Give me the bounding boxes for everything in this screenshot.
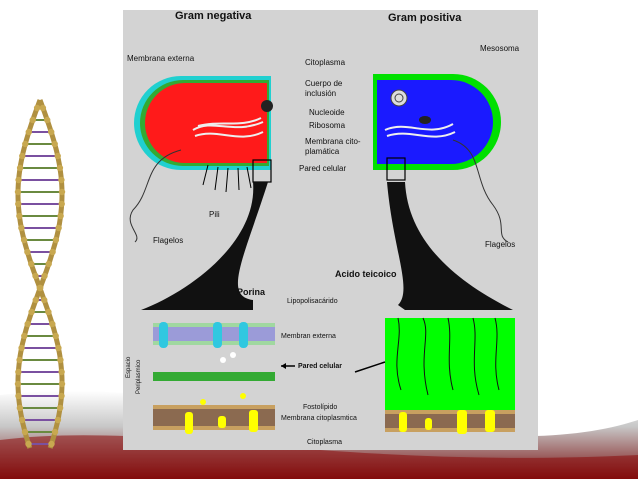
helix-node [58, 368, 65, 376]
teichoic-acid-label: Acido teicoico [335, 269, 397, 279]
helix-node [45, 260, 52, 268]
helix-node [20, 236, 28, 244]
gram-positive-cell [373, 74, 501, 181]
cell-wall-detail-label: Pared celular [298, 363, 342, 370]
dna-helix-decoration [14, 99, 66, 449]
helix-node [54, 152, 61, 160]
helix-node [32, 272, 39, 280]
pili-label: Pili [209, 210, 220, 219]
cyto-membrane-label-1: Membrana cito- [305, 137, 361, 146]
gram-negative-title: Gram negativa [175, 10, 252, 22]
helix-node [58, 188, 66, 196]
helix-node [49, 248, 56, 256]
helix-node [25, 128, 32, 136]
helix-node [41, 272, 48, 280]
flagella-right-label: Flagelos [485, 240, 516, 249]
helix-node [33, 104, 41, 112]
helix-node [18, 224, 25, 232]
lipopolysaccharide-label: Lipopolisacárido [287, 298, 338, 305]
helix-node [24, 320, 31, 328]
helix-node [29, 116, 36, 124]
helix-node [14, 380, 22, 388]
helix-node [56, 404, 64, 412]
helix-node [58, 176, 65, 184]
cytoplasm-detail-label: Citoplasma [307, 439, 343, 446]
helix-node [16, 356, 23, 364]
helix-node [16, 164, 24, 172]
helix-node [21, 332, 28, 340]
helix-node [15, 200, 22, 208]
helix-node [57, 356, 64, 364]
periplasmic-space-label-1: Espacio [126, 356, 132, 378]
helix-node [48, 128, 55, 136]
helix-node [49, 320, 56, 328]
helix-node [39, 104, 47, 112]
helix-node [28, 260, 35, 268]
cyto-membrane-detail-label: Membrana citoplasmtica [281, 415, 357, 422]
ribosome-label: Ribosoma [309, 121, 346, 130]
helix-node [41, 296, 48, 304]
helix-node [48, 440, 55, 448]
helix-node [52, 236, 60, 244]
mesosome-label: Mesosoma [480, 44, 520, 53]
helix-node [51, 428, 59, 436]
cell-wall-label: Pared celular [299, 164, 347, 173]
outer-membrane-label: Membrana externa [127, 54, 195, 63]
helix-node [24, 248, 31, 256]
helix-node [51, 140, 58, 148]
helix-node [58, 380, 66, 388]
porin-label: Porina [237, 287, 266, 297]
helix-node [18, 416, 26, 424]
cytoplasm-label: Citoplasma [305, 58, 346, 67]
helix-node [22, 140, 29, 148]
inclusion-body-label-1: Cuerpo de [305, 79, 343, 88]
helix-node [32, 296, 39, 304]
flagella-left-label: Flagelos [153, 236, 184, 245]
helix-node [58, 392, 65, 400]
helix-node [55, 224, 62, 232]
helix-node [16, 404, 24, 412]
helix-node [52, 332, 59, 340]
helix-node [14, 188, 22, 196]
nucleoid-label: Nucleoide [309, 108, 345, 117]
helix-node [44, 116, 51, 124]
gram-negative-envelope-detail [153, 322, 275, 434]
cell-wall-diagram [129, 74, 515, 434]
helix-node [19, 152, 26, 160]
inclusion-body-label-2: inclusión [305, 89, 337, 98]
helix-node [36, 284, 43, 292]
helix-node [58, 200, 65, 208]
periplasmic-space-label-2: Periplasmico [136, 359, 142, 394]
helix-node [15, 368, 22, 376]
helix-node [15, 176, 22, 184]
gram-negative-cell [134, 76, 273, 193]
helix-node [57, 212, 64, 220]
helix-node [54, 416, 62, 424]
helix-node [21, 428, 29, 436]
helix-node [55, 344, 62, 352]
helix-node [15, 392, 22, 400]
outer-membrane-detail-label: Membran externa [281, 333, 336, 340]
helix-node [28, 308, 35, 316]
gram-positive-title: Gram positiva [388, 12, 462, 24]
cyto-membrane-label-2: plamática [305, 147, 340, 156]
helix-node [56, 164, 64, 172]
helix-node [16, 212, 23, 220]
gram-positive-envelope-detail [385, 317, 515, 434]
diagram-panel: Gram negativa Gram positiva Membrana ext… [123, 10, 538, 450]
helix-node [45, 308, 52, 316]
helix-node [18, 344, 25, 352]
phospholipid-label: Fostolípido [303, 404, 338, 411]
helix-node [25, 440, 32, 448]
